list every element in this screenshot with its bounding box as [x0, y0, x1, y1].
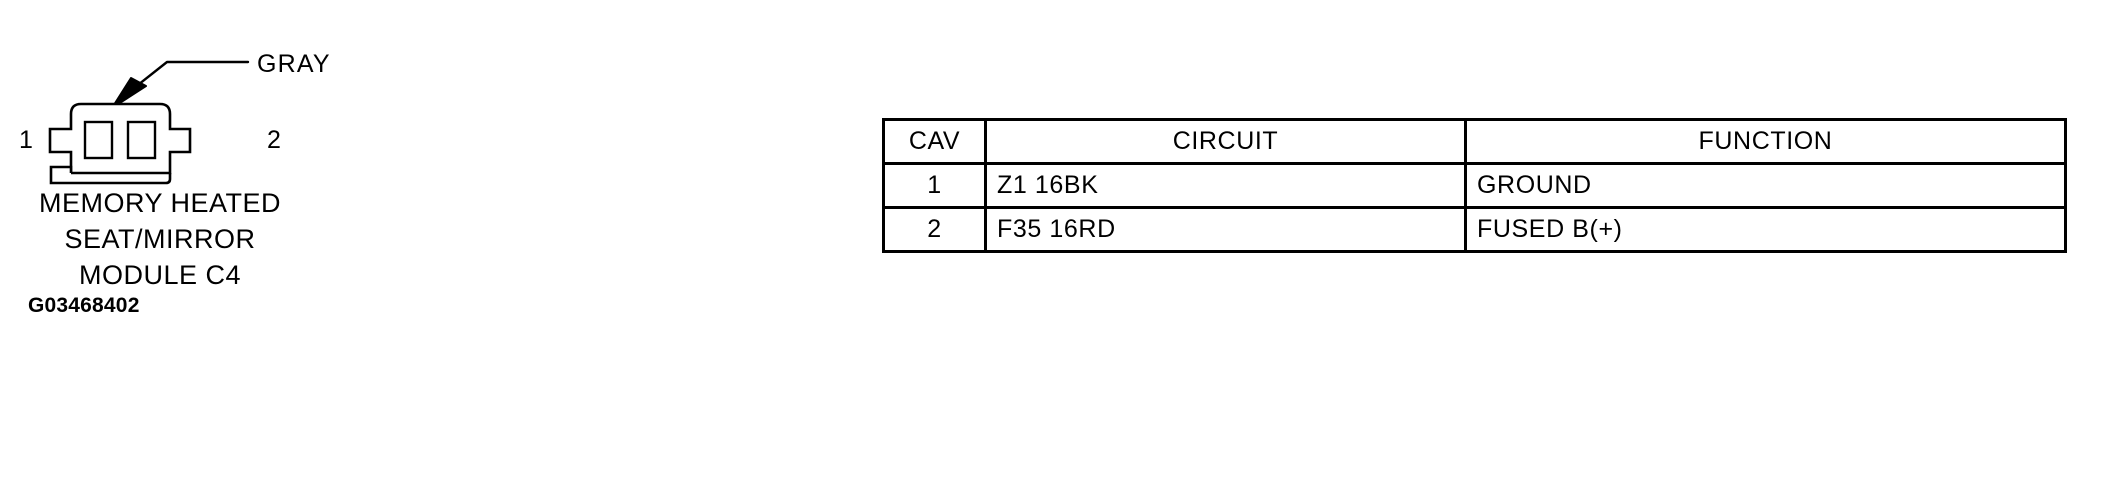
pin-number-left: 1 — [19, 126, 33, 154]
cell-function: FUSED B(+) — [1464, 206, 2067, 253]
table-row: 2 F35 16RD FUSED B(+) — [882, 206, 2067, 253]
leader-arrowhead — [111, 77, 147, 109]
header-cav: CAV — [882, 118, 987, 165]
header-circuit: CIRCUIT — [984, 118, 1467, 165]
cell-circuit: Z1 16BK — [984, 162, 1467, 209]
cavity-2 — [126, 120, 157, 160]
header-function: FUNCTION — [1464, 118, 2067, 165]
connector-name-line-1: MEMORY HEATED — [38, 188, 282, 218]
cell-function: GROUND — [1464, 162, 2067, 209]
cavity-1 — [83, 120, 114, 160]
pin-number-right: 2 — [267, 126, 281, 154]
cavity-table-container: CAV CIRCUIT FUNCTION 1 Z1 16BK GROUND 2 … — [882, 118, 2067, 253]
connector-diagram: GRAY 1 2 MEMORY HEATED SEAT/MIRROR MODUL… — [0, 0, 640, 496]
wire-color-callout: GRAY — [257, 50, 331, 78]
cell-cav: 1 — [882, 162, 987, 209]
connector-name-line-2: SEAT/MIRROR — [64, 224, 256, 254]
cavity-table: CAV CIRCUIT FUNCTION 1 Z1 16BK GROUND 2 … — [882, 118, 2067, 253]
table-row: 1 Z1 16BK GROUND — [882, 162, 2067, 209]
connector-body-outline — [48, 102, 192, 185]
connector-name-line-3: MODULE C4 — [78, 260, 242, 290]
gray-leader-line — [111, 60, 250, 109]
connector-drawing — [48, 60, 250, 185]
table-header-row: CAV CIRCUIT FUNCTION — [882, 118, 2067, 165]
figure-id: G03468402 — [28, 294, 140, 317]
cell-cav: 2 — [882, 206, 987, 253]
cell-circuit: F35 16RD — [984, 206, 1467, 253]
